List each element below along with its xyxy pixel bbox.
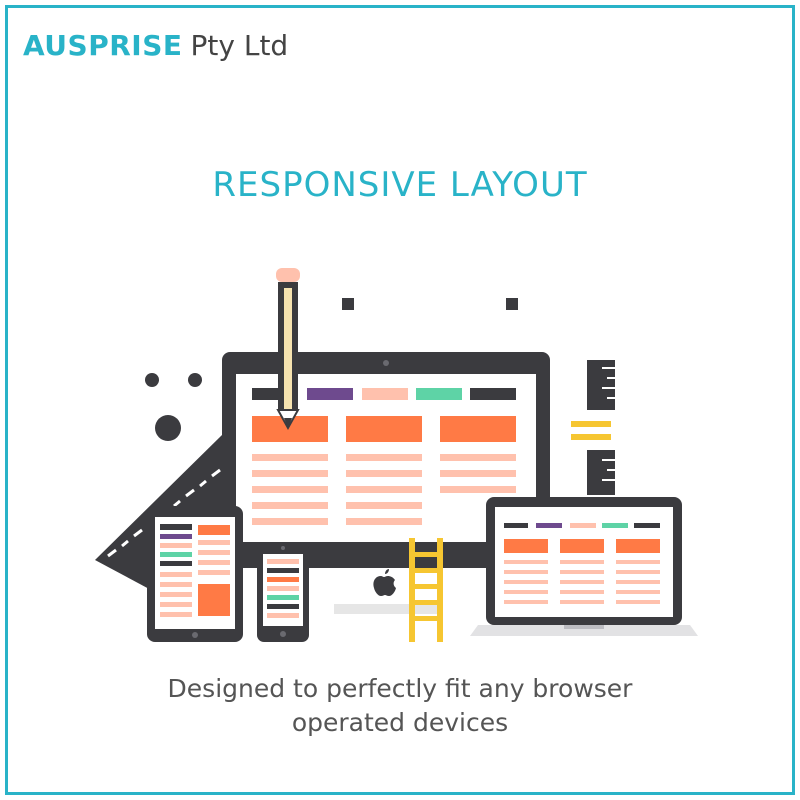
pencil-icon <box>276 268 300 431</box>
decorative-shapes <box>145 298 518 441</box>
page-title: RESPONSIVE LAYOUT <box>212 165 588 205</box>
tablet <box>147 506 243 642</box>
laptop <box>470 497 698 636</box>
apple-logo-icon <box>373 569 396 596</box>
ruler-icon <box>571 360 615 495</box>
ladder-icon <box>409 538 443 642</box>
brand-name-light: Pty Ltd <box>190 29 289 62</box>
brand-name-strong: AUSPRISE <box>23 29 183 62</box>
smartphone <box>257 542 309 642</box>
tagline: Designed to perfectly fit any browser op… <box>0 672 800 740</box>
tagline-line-2: operated devices <box>291 708 509 737</box>
tagline-line-1: Designed to perfectly fit any browser <box>167 674 633 703</box>
